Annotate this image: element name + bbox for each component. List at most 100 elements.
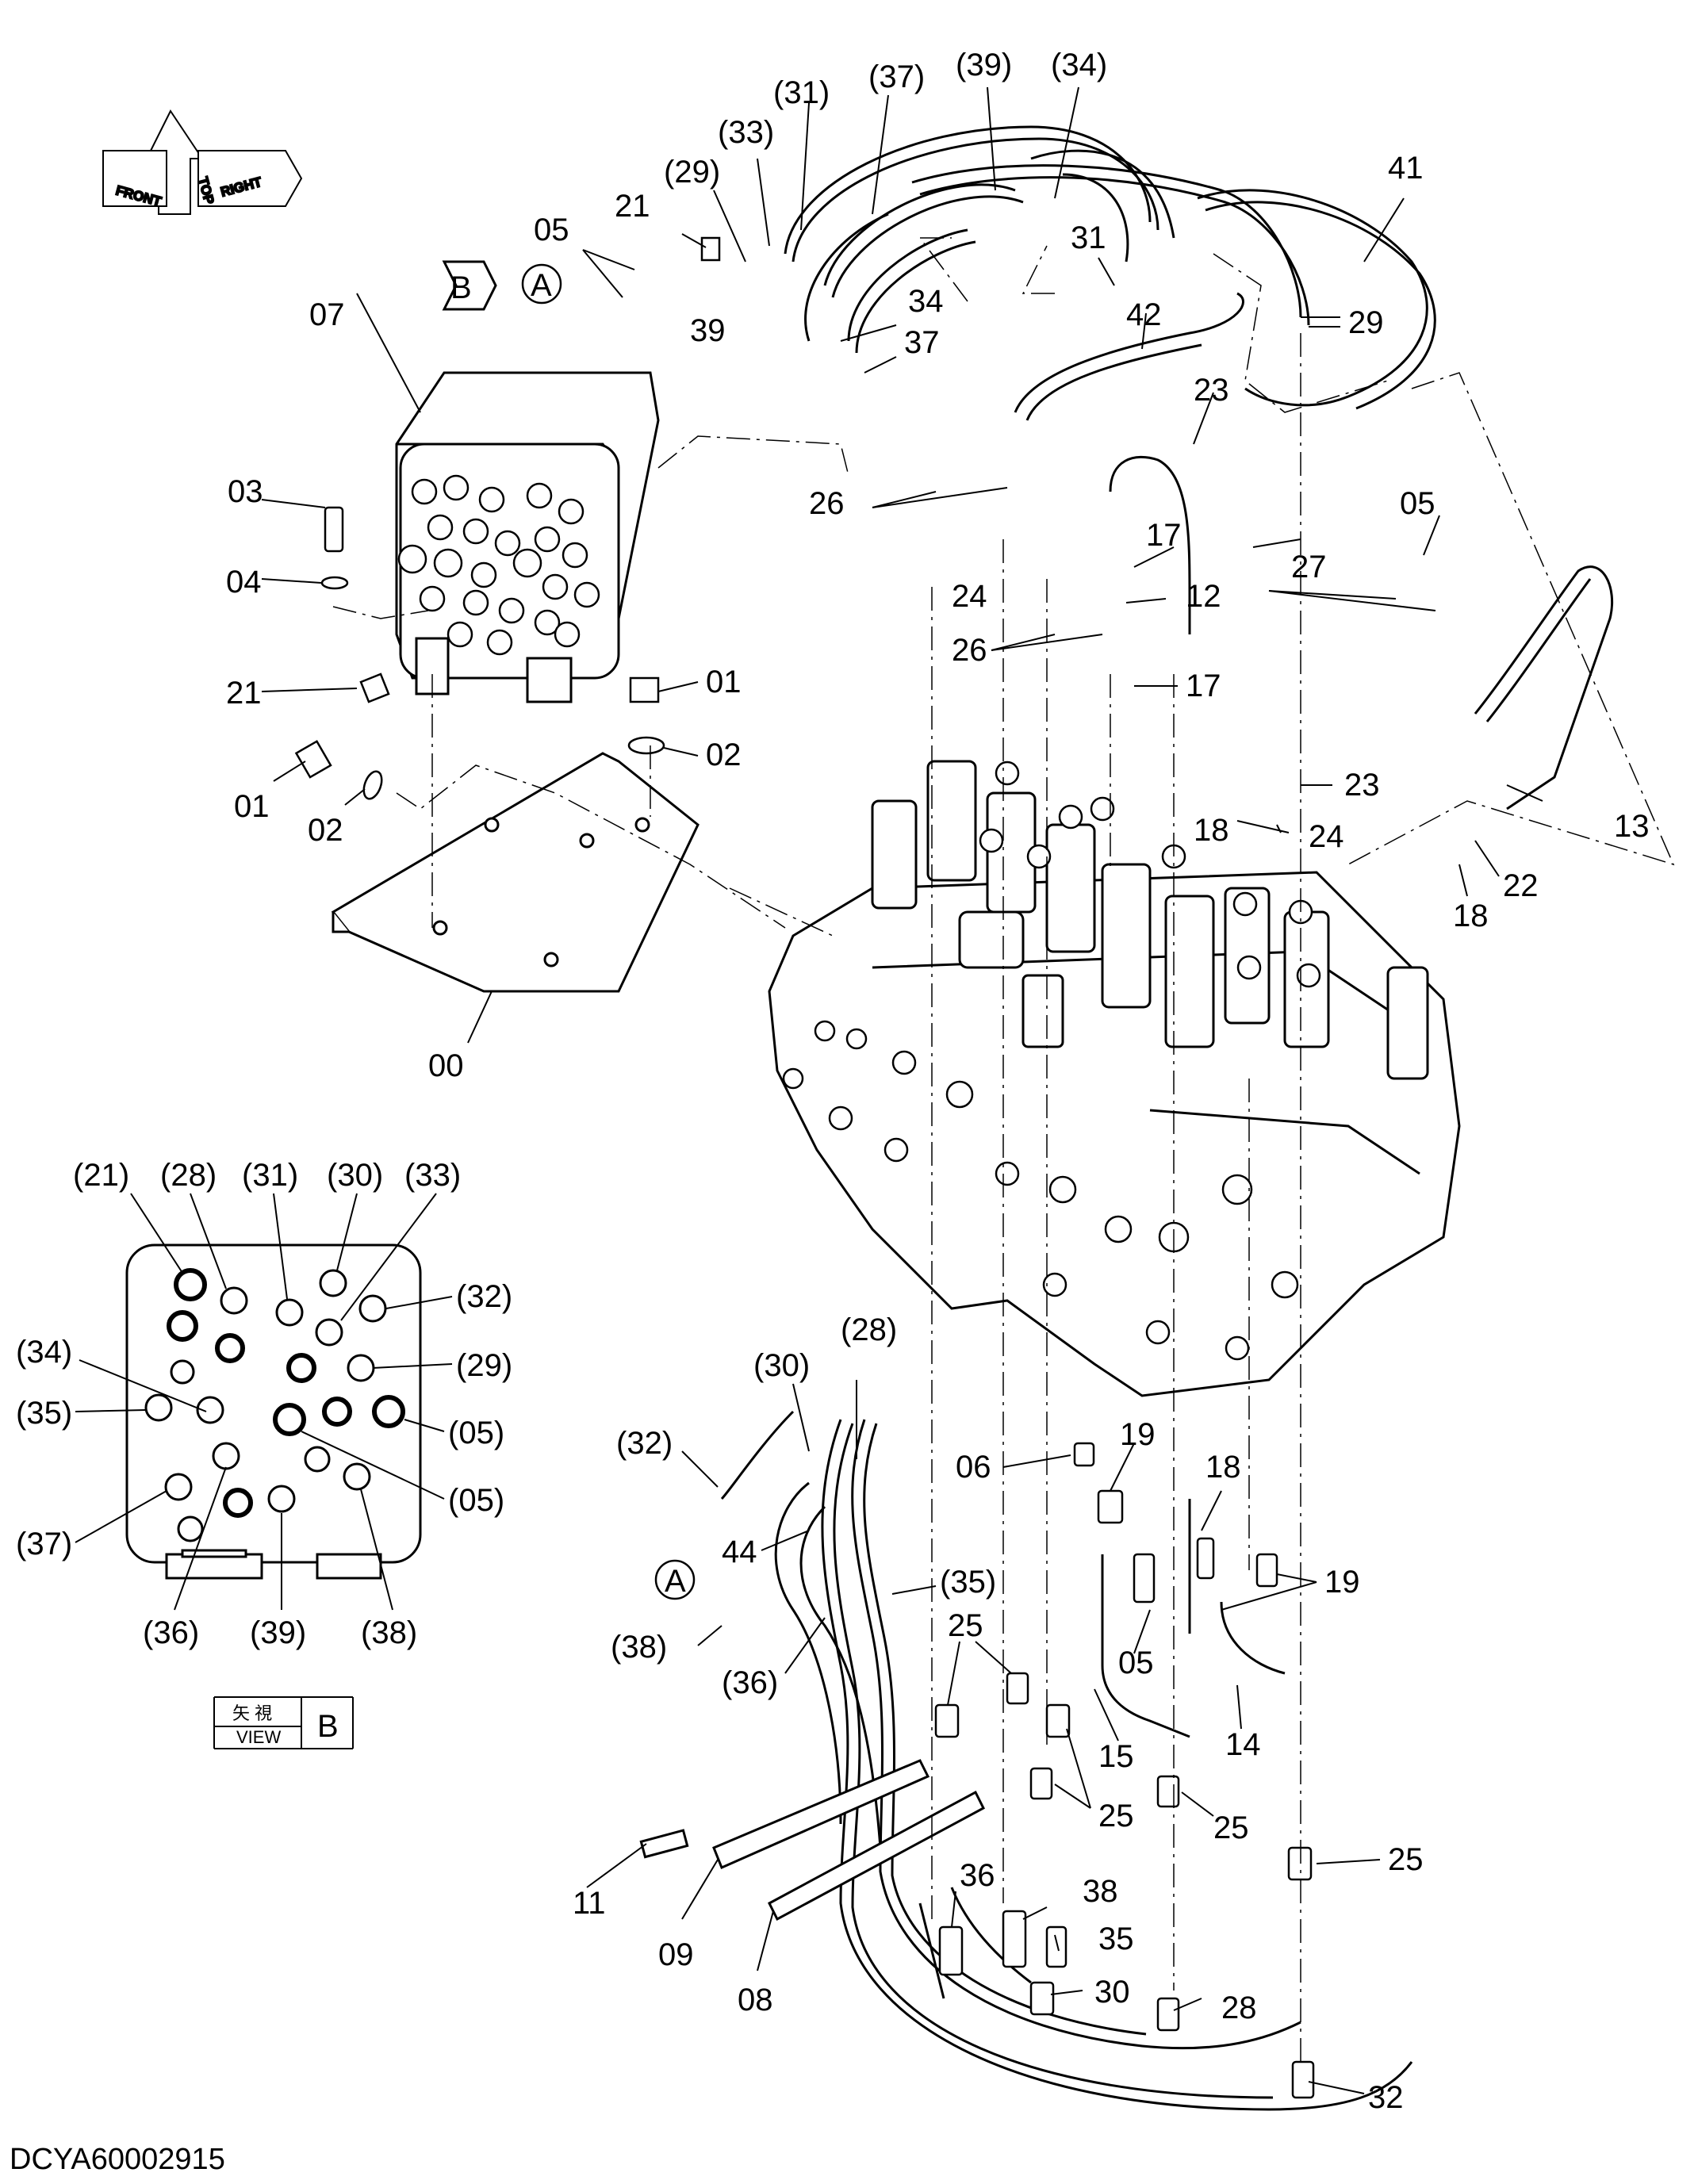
lower-callout: 06 [956,1450,991,1485]
callout: 22 [1503,868,1539,903]
lower-pipes [1101,1499,1286,1738]
lower-callout: (36) [722,1665,778,1700]
view-b-callout: (30) [327,1158,383,1193]
callout: 26 [809,486,845,521]
view-b-callout: (34) [16,1335,72,1370]
view-caption-letter: B [317,1709,339,1744]
lower-callout: 09 [658,1937,694,1972]
valve-block-fittings [397,474,600,656]
hose-marker-a-lower-letter: A [665,1564,686,1599]
lower-callout: 28 [1221,1991,1257,2025]
callout: 34 [908,284,944,319]
callout: (29) [664,155,720,190]
direction-indicator-icon: TOP FRONT RIGHT [102,109,303,215]
hose-marker-a-top-letter: A [531,268,552,303]
callout: (31) [773,75,830,110]
lower-callout: 25 [1388,1842,1424,1877]
mounting-bracket [331,752,700,993]
lower-callout: 32 [1368,2080,1404,2115]
callout: 17 [1186,669,1221,703]
lower-callout: (35) [940,1565,996,1600]
callout: 12 [1186,579,1221,614]
lower-callout: 38 [1083,1874,1118,1909]
callout: (33) [718,115,774,150]
lower-callout: 25 [1213,1810,1249,1845]
callout: 42 [1126,297,1162,332]
view-b-caption: 矢 視 VIEW B [213,1696,354,1749]
callout: 01 [706,665,742,699]
view-b-callout: (32) [456,1279,512,1314]
lower-callout: 25 [948,1608,983,1643]
hose-marker-a-top: A [521,263,562,305]
callout: 37 [904,325,940,360]
callout: 00 [428,1048,464,1083]
hydraulic-hoses [784,125,1614,810]
callout: 23 [1344,768,1380,803]
lower-leaders [586,1380,1381,2094]
callout: 07 [309,297,345,332]
lower-callout: (38) [611,1630,667,1665]
lower-callout: 19 [1324,1565,1360,1600]
main-callout-labels: (39) (34) (37) (31) (33) (29) 41 21 05 3… [226,48,1650,1083]
hose-clamps [639,1759,985,1922]
view-caption-japanese: 矢 視 [232,1703,272,1723]
view-b-callout: (35) [16,1396,72,1431]
lower-callout: 36 [960,1858,995,1893]
view-b-callout: (37) [16,1527,72,1561]
callout: 27 [1291,550,1327,584]
document-code: DCYA60002915 [10,2143,225,2176]
small-fasteners [294,236,721,800]
callout: 26 [952,633,987,668]
callout: 02 [308,813,343,848]
callout: 18 [1453,899,1489,933]
callout: 01 [234,789,270,824]
hose-marker-a-lower: A [654,1559,696,1600]
leader-lines [261,86,1543,1044]
callout: 21 [615,189,650,224]
callout: 18 [1194,813,1229,848]
callout: 05 [1400,486,1435,521]
callout: 03 [228,474,263,509]
callout: 17 [1146,518,1182,553]
callout: (37) [868,59,925,94]
lower-callout: (30) [753,1348,810,1383]
view-b-callout: (36) [143,1615,199,1650]
callout: 04 [226,565,262,600]
callout: 31 [1071,220,1106,255]
control-valve-ports [782,761,1321,1361]
lower-callout: 05 [1118,1646,1154,1680]
view-b-callout: (05) [448,1416,504,1450]
callout: (34) [1051,48,1107,82]
control-valve-body [768,760,1461,1397]
lower-callout: 30 [1094,1975,1130,2010]
callout: 02 [706,738,742,772]
lower-callout: 15 [1098,1739,1134,1774]
callout: 21 [226,676,262,711]
lower-callout: 18 [1205,1450,1241,1485]
view-caption-english: VIEW [236,1727,281,1747]
lower-callout: 44 [722,1535,757,1569]
view-b-callout: (05) [448,1483,504,1518]
view-b-leaders [75,1193,453,1611]
view-b-callout-labels: (21) (28) (31) (30) (33) (32) (34) (29) … [16,1158,512,1650]
view-b-callout: (38) [361,1615,417,1650]
lower-callout: 11 [573,1886,606,1921]
view-b-callout: (29) [456,1348,512,1383]
lower-callout: (32) [616,1426,673,1461]
view-b-callout: (33) [404,1158,461,1193]
lower-callout: 35 [1098,1922,1134,1956]
view-b-callout: (28) [160,1158,217,1193]
view-b-callout: (39) [250,1615,306,1650]
view-b-ports [144,1268,405,1542]
view-b-callout: (21) [73,1158,129,1193]
callout: (39) [956,48,1012,82]
assembly-guide-lines [332,237,1675,2062]
lower-callout: 25 [1098,1799,1134,1833]
view-b-callout: (31) [242,1158,298,1193]
lower-callout: (28) [841,1312,897,1347]
callout: 24 [952,579,987,614]
lower-callout: 14 [1225,1727,1261,1762]
lower-callout-labels: (30) (28) (32) 06 19 18 44 (35) 19 (38) … [573,1312,1424,2115]
